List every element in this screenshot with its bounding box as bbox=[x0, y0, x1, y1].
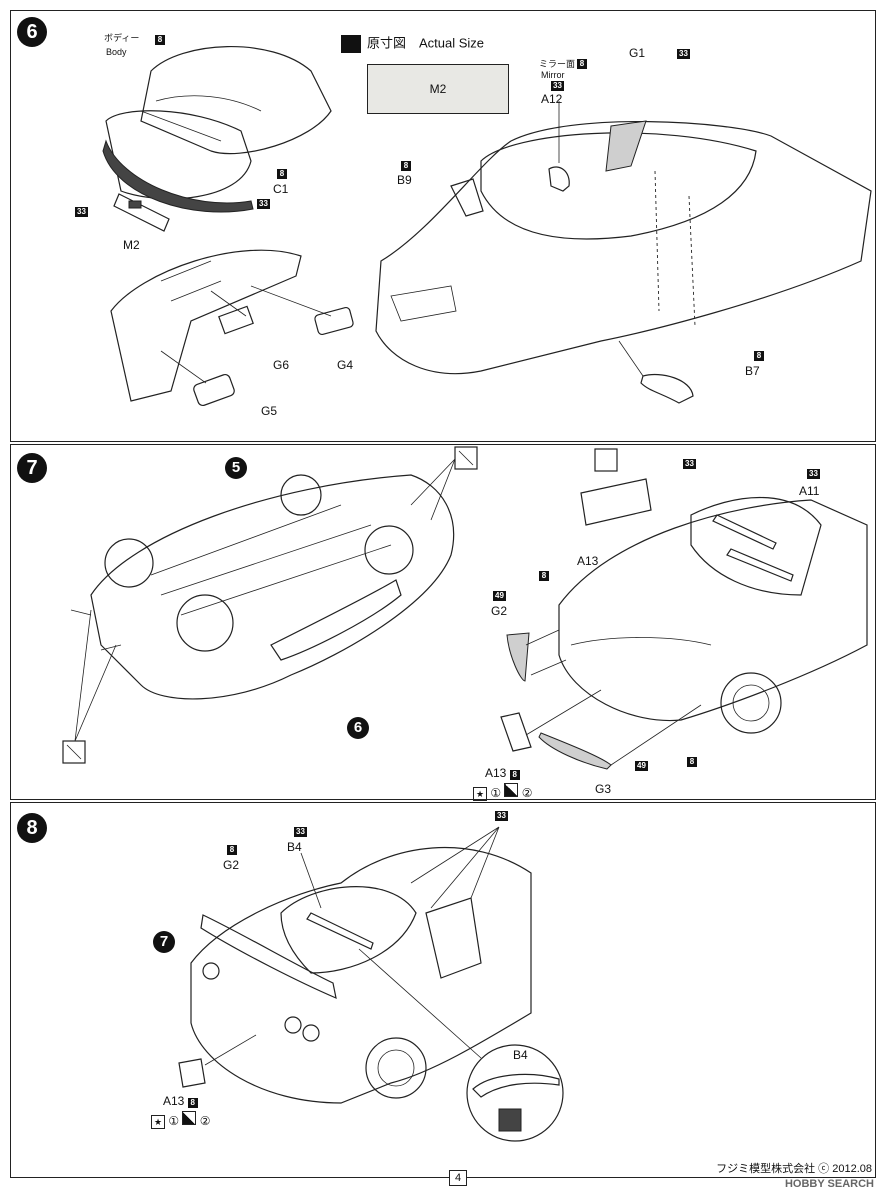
color-badge-33: 33 bbox=[294, 827, 307, 837]
color-badge-33: 33 bbox=[807, 469, 820, 479]
step-ref-6: 6 bbox=[347, 717, 369, 739]
part-g6: G6 bbox=[273, 358, 290, 372]
step-number-7: 7 bbox=[17, 453, 47, 483]
a13-marks: ★ ① ② bbox=[151, 1111, 211, 1129]
part-a13-text: A13 bbox=[485, 766, 507, 780]
star-icon: ★ bbox=[473, 787, 487, 801]
part-g3: G3 bbox=[595, 782, 612, 796]
step-8-illustration bbox=[178, 826, 564, 1142]
step-8-panel: 8 7 8 G2 33 B4 33 B4 A13 8 ★ ① bbox=[10, 802, 876, 1178]
part-b7: B7 bbox=[745, 364, 760, 378]
body-label-en: Body bbox=[106, 47, 127, 57]
step-6-panel: 6 ボディー Body 8 原寸図 Actual Siz bbox=[10, 10, 876, 442]
part-m2: M2 bbox=[123, 238, 140, 252]
part-g2: G2 bbox=[491, 604, 508, 618]
color-badge-49: 49 bbox=[493, 591, 506, 601]
mark-two: ② bbox=[199, 1114, 211, 1128]
color-badge-8: 8 bbox=[754, 351, 764, 361]
body-label-ja: ボディー bbox=[104, 33, 140, 43]
color-badge-33: 33 bbox=[75, 207, 88, 217]
watermark: HOBBY SEARCH bbox=[784, 1178, 874, 1190]
color-badge-33: 33 bbox=[495, 811, 508, 821]
step-ref-7: 7 bbox=[153, 931, 175, 953]
part-a13: A13 8 bbox=[485, 767, 520, 780]
mark-two: ② bbox=[521, 786, 533, 800]
step-7-illustration bbox=[62, 446, 868, 770]
part-g2: G2 bbox=[223, 858, 240, 872]
color-badge-33: 33 bbox=[257, 199, 270, 209]
part-a13: A13 8 bbox=[163, 1095, 198, 1108]
step-6-illustration bbox=[102, 46, 872, 407]
color-badge-8: 8 bbox=[277, 169, 287, 179]
part-a11: A11 bbox=[799, 484, 820, 498]
color-badge-33: 33 bbox=[677, 49, 690, 59]
color-badge-8: 8 bbox=[509, 770, 520, 780]
a13-marks: ★ ① ② bbox=[473, 783, 533, 801]
part-g1: G1 bbox=[629, 46, 646, 60]
part-a12: A12 bbox=[541, 92, 563, 106]
part-g5: G5 bbox=[261, 404, 278, 418]
mark-one: ① bbox=[168, 1114, 180, 1128]
actual-size-icon bbox=[341, 35, 361, 53]
color-badge-8: 8 bbox=[539, 571, 549, 581]
color-badge-33: 33 bbox=[551, 81, 564, 91]
color-badge-8: 8 bbox=[577, 59, 587, 69]
color-badge-8: 8 bbox=[687, 757, 697, 767]
star-icon: ★ bbox=[151, 1115, 165, 1129]
step-number-8: 8 bbox=[17, 813, 47, 843]
color-badge-8: 8 bbox=[401, 161, 411, 171]
part-b4: B4 bbox=[287, 840, 302, 854]
actual-size-text: 原寸図 Actual Size bbox=[367, 35, 485, 51]
color-badge-8: 8 bbox=[227, 845, 237, 855]
part-b9: B9 bbox=[397, 173, 412, 187]
part-c1: C1 bbox=[273, 182, 289, 196]
mark-one: ① bbox=[490, 786, 502, 800]
step-ref-5: 5 bbox=[225, 457, 247, 479]
color-badge-8: 8 bbox=[187, 1098, 198, 1108]
color-badge-33: 33 bbox=[683, 459, 696, 469]
color-badge-8: 8 bbox=[155, 35, 165, 45]
step-7-panel: 7 5 6 bbox=[10, 444, 876, 801]
part-g4: G4 bbox=[337, 358, 354, 372]
part-a13-text: A13 bbox=[163, 1094, 185, 1108]
part-b4-detail: B4 bbox=[513, 1048, 528, 1062]
checker-icon bbox=[182, 1111, 197, 1125]
checker-icon bbox=[504, 783, 519, 797]
color-badge-49: 49 bbox=[635, 761, 648, 771]
copyright: フジミ模型株式会社 ⓒ 2012.08 bbox=[716, 1163, 872, 1175]
actual-size-label: 原寸図 Actual Size bbox=[341, 35, 484, 53]
mirror-label-en: Mirror bbox=[541, 70, 565, 80]
m2-actual-size-box: M2 bbox=[367, 64, 509, 114]
page-number: 4 bbox=[449, 1170, 467, 1186]
step-number-6: 6 bbox=[17, 17, 47, 47]
part-a13-top: A13 bbox=[577, 554, 599, 568]
mirror-label-ja: ミラー面 bbox=[539, 59, 576, 69]
